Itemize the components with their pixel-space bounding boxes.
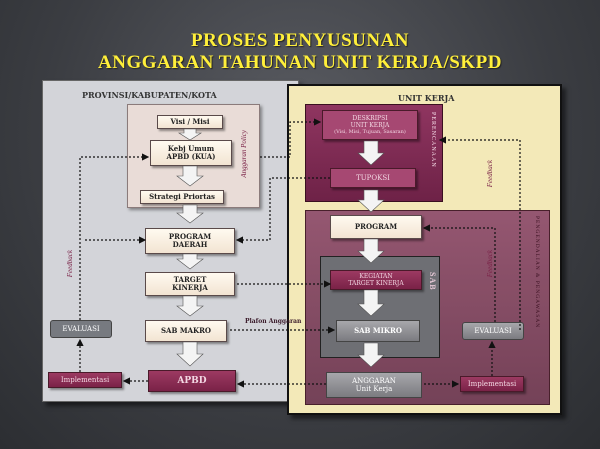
kebijakan-umum-box: Kebj Umum APBD (KUA) xyxy=(150,140,232,166)
unit-kerja-panel-label: UNIT KERJA xyxy=(398,93,455,103)
visi-misi-label: Visi / Misi xyxy=(170,117,210,126)
anggaran-unit-kerja-box: ANGGARAN Unit Kerja xyxy=(326,372,422,398)
implementasi-left-label: Implementasi xyxy=(60,376,110,384)
tupoksi-to-program-left xyxy=(235,177,330,244)
block-arrow-r4 xyxy=(357,289,385,317)
deskripsi-unit-kerja-box: DESKRIPSI UNIT KERJA (Visi, Misi, Tujuan… xyxy=(322,110,418,140)
block-arrow-3 xyxy=(176,204,204,224)
anggaran-line1: ANGGARAN xyxy=(352,377,396,385)
implementasi-left-box: Implementasi xyxy=(48,372,122,388)
deskripsi-line2: UNIT KERJA xyxy=(350,121,390,129)
kegiatan-line2: TARGET KINERJA xyxy=(348,280,404,287)
target-kinerja-left-box: TARGET KINERJA xyxy=(145,272,235,296)
block-arrow-1 xyxy=(177,128,203,141)
block-arrow-4 xyxy=(176,253,204,270)
block-arrow-r2 xyxy=(357,189,385,213)
sab-makro-box: SAB MAKRO xyxy=(145,320,227,342)
strategi-prioritas-label: Strategi Priortas xyxy=(149,192,215,201)
program-daerah-line1: PROGRAM xyxy=(168,232,212,241)
block-arrow-6 xyxy=(176,341,204,367)
strategi-prioritas-box: Strategi Priortas xyxy=(140,190,224,204)
deskripsi-line1: DESKRIPSI xyxy=(352,114,388,122)
sab-mikro-label: SAB MIKRO xyxy=(354,326,402,335)
program-daerah-line2: DAERAH xyxy=(172,240,208,249)
program-right-label: PROGRAM xyxy=(354,222,398,231)
anggaran-line2: Unit Kerja xyxy=(355,385,393,393)
block-arrow-r5 xyxy=(357,342,385,368)
block-arrow-r1 xyxy=(357,140,385,166)
target-kinerja-left-line2: KINERJA xyxy=(172,283,208,292)
evaluasi-right-label: EVALUASI xyxy=(474,327,512,335)
program-daerah-box: PROGRAM DAERAH xyxy=(145,228,235,254)
tupoksi-label: TUPOKSI xyxy=(356,174,390,182)
kegiatan-target-box: KEGIATAN TARGET KINERJA xyxy=(330,270,422,290)
implementasi-right-label: Implementasi xyxy=(467,380,517,388)
kebijakan-umum-line1: Kebj Umum xyxy=(167,144,215,153)
block-arrow-5 xyxy=(176,295,204,317)
apbd-label: APBD xyxy=(177,376,207,386)
evaluasi-left-label: EVALUASI xyxy=(62,325,100,333)
program-right-box: PROGRAM xyxy=(330,215,422,239)
visi-misi-box: Visi / Misi xyxy=(157,115,223,129)
slide-title-line1: PROSES PENYUSUNAN xyxy=(190,30,410,51)
tupoksi-box: TUPOKSI xyxy=(330,168,416,188)
sab-makro-label: SAB MAKRO xyxy=(160,326,212,335)
sab-mikro-box: SAB MIKRO xyxy=(336,320,420,342)
plafon-anggaran-label: Plafon Anggaran xyxy=(245,318,302,325)
kegiatan-line1: KEGIATAN xyxy=(359,273,393,280)
eval-to-program-right xyxy=(422,224,496,322)
target-kinerja-left-line1: TARGET xyxy=(173,275,207,284)
evaluasi-left-box: EVALUASI xyxy=(50,320,112,338)
apbd-box: APBD xyxy=(148,370,236,392)
kebijakan-umum-line2: APBD (KUA) xyxy=(166,152,216,161)
feedback-right-top-line xyxy=(438,136,521,330)
slide-title-line2: ANGGARAN TAHUNAN UNIT KERJA/SKPD xyxy=(98,52,502,73)
implementasi-right-box: Implementasi xyxy=(460,376,524,392)
deskripsi-line3: (Visi, Misi, Tujuan, Sasaran) xyxy=(334,128,406,135)
sab-label: SAB xyxy=(428,272,437,291)
policy-to-deskripsi xyxy=(260,118,322,158)
evaluasi-right-box: EVALUASI xyxy=(462,322,524,340)
perencanaan-label: PERENCANAAN xyxy=(430,112,436,168)
provinsi-panel-label: PROVINSI/KABUPATEN/KOTA xyxy=(82,90,217,100)
feedback-left-line xyxy=(79,153,150,320)
pengendalian-label: PENGENDALIAN & PENGAWASAN xyxy=(534,216,540,329)
block-arrow-r3 xyxy=(357,238,385,264)
block-arrow-2 xyxy=(176,165,204,187)
